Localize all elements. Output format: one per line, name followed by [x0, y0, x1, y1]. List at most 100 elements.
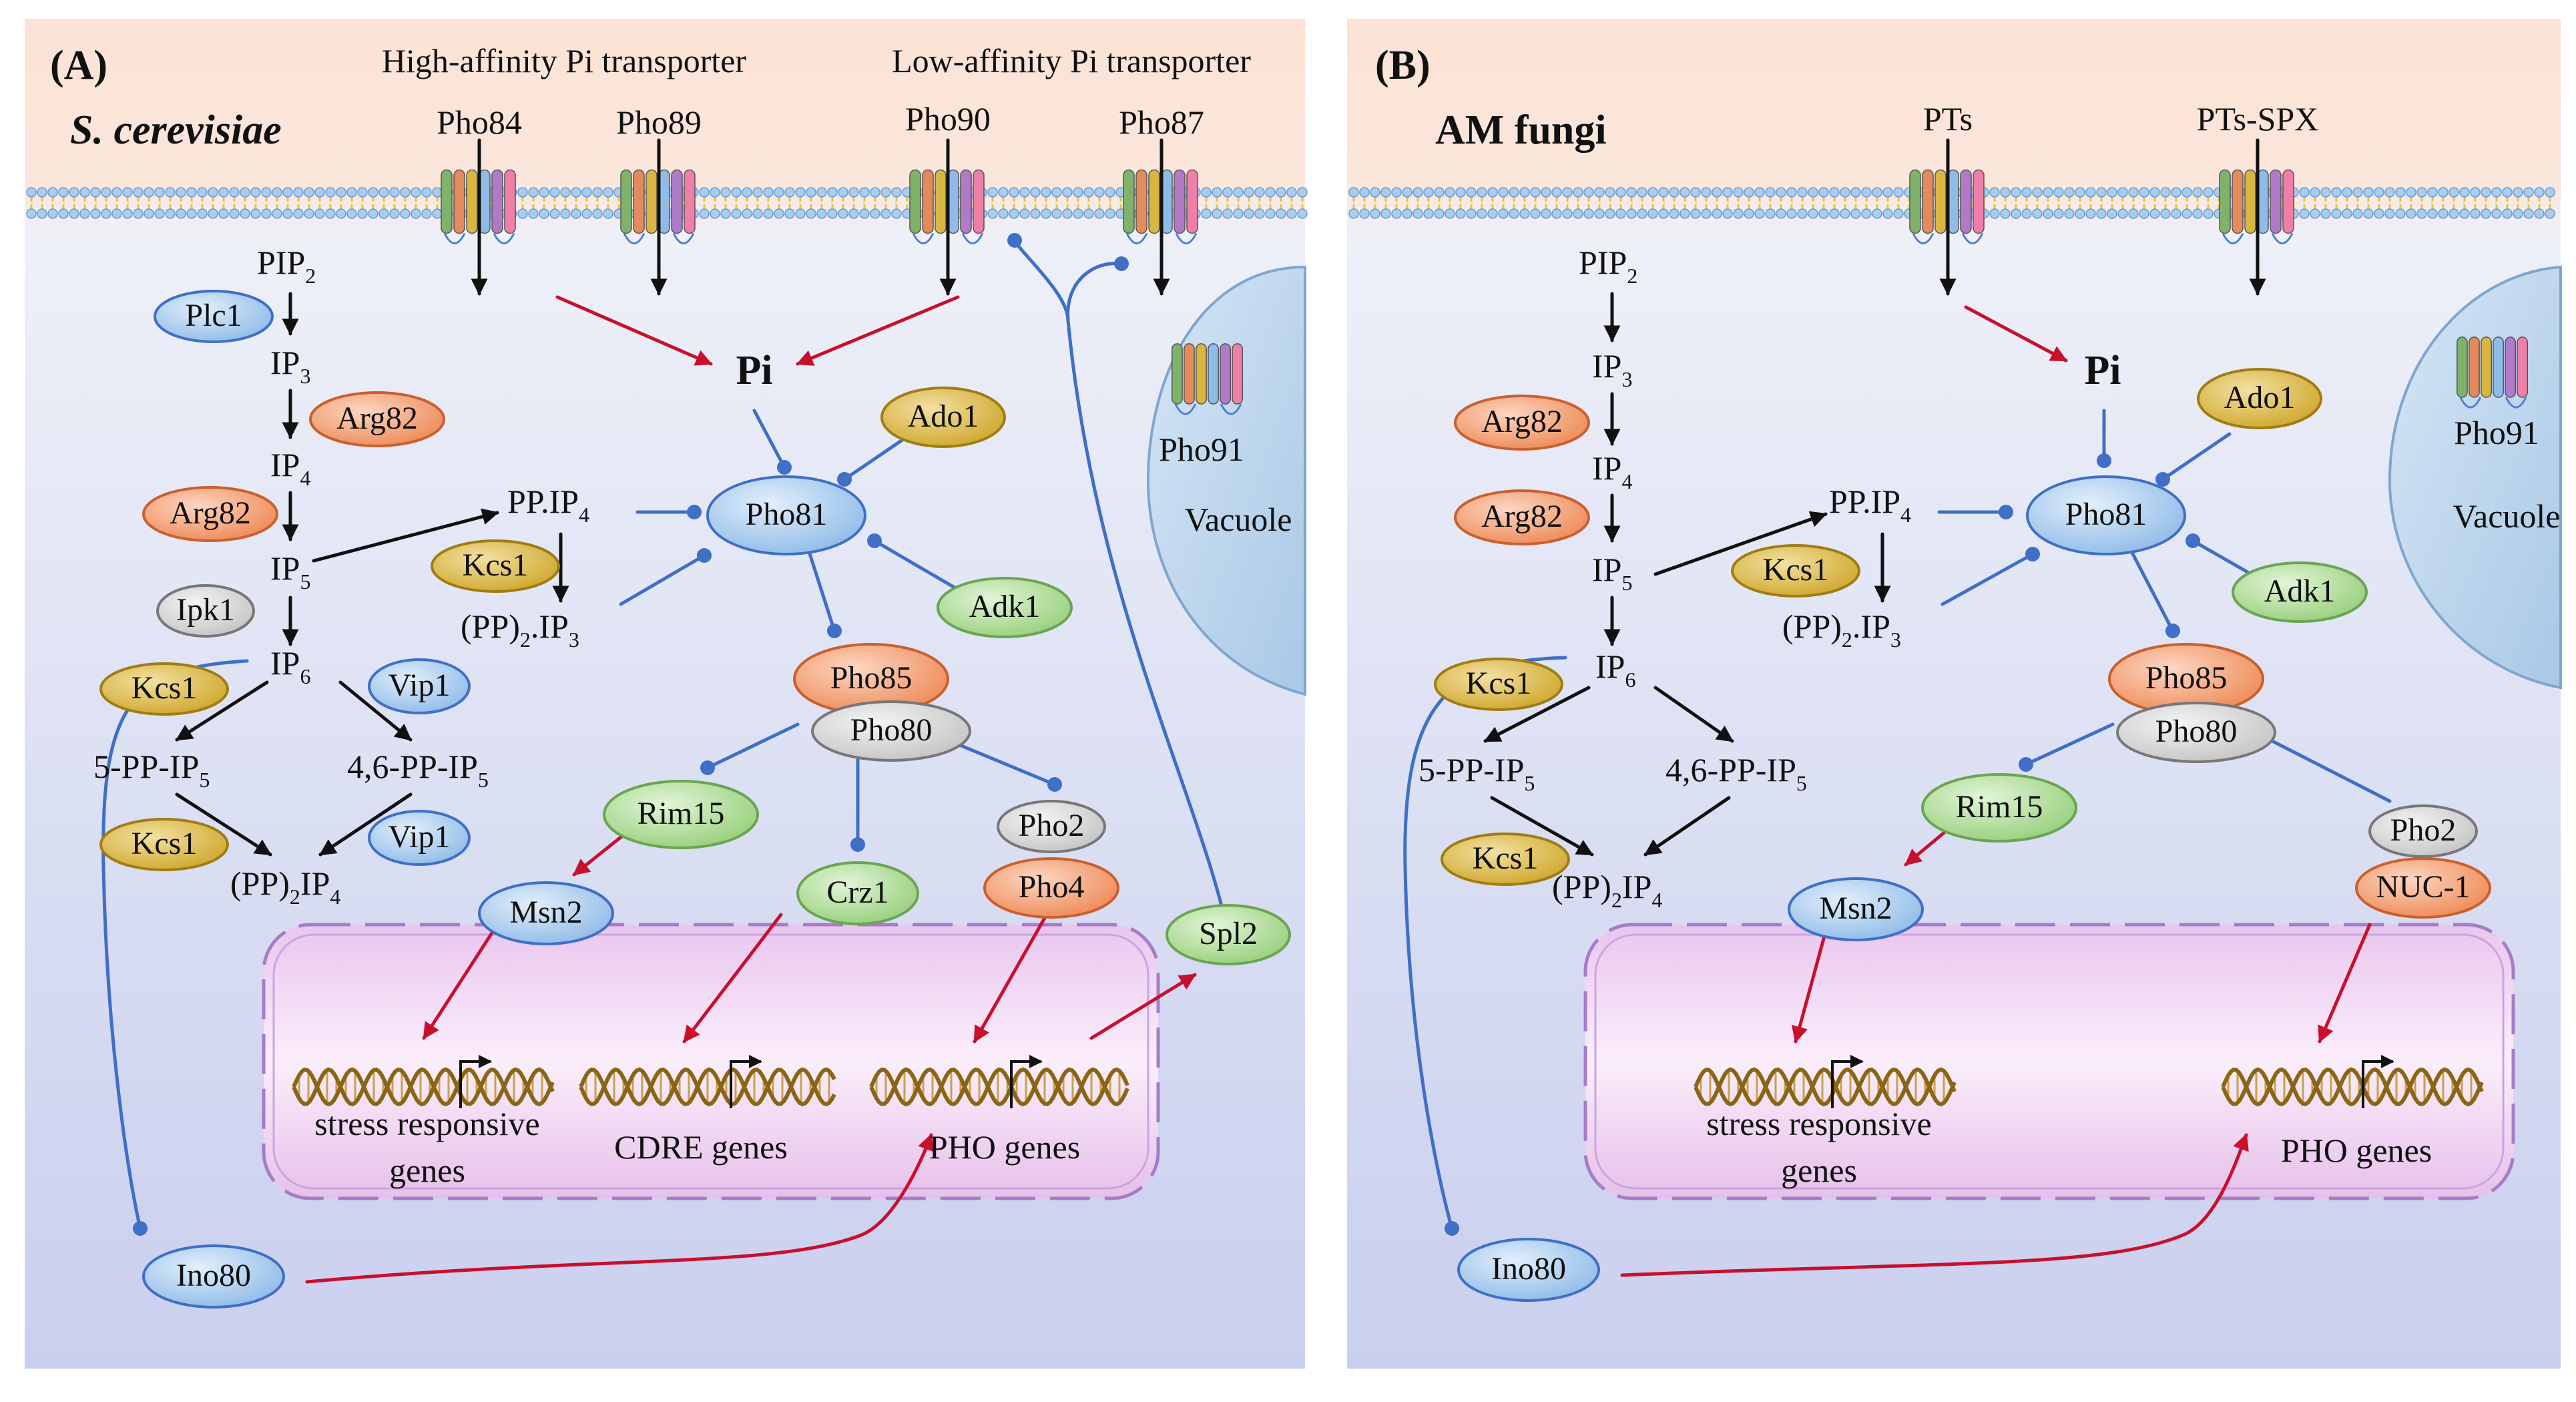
nucleus-b: [1583, 923, 2515, 1200]
kcs1-protein-b1-shape: [1731, 544, 1860, 598]
kcs1-protein-a3-shape: [99, 818, 229, 871]
ipk1-protein: Ipk1: [156, 584, 255, 638]
msn2-protein-a-shape: [478, 881, 614, 945]
arg82-protein-a1-shape: [309, 391, 445, 447]
plc1-protein: Plc1: [154, 290, 274, 343]
pho80-protein-a-shape: [811, 700, 971, 762]
pho2-protein-b: Pho2: [2368, 804, 2478, 858]
dna-helices: [292, 1067, 2484, 1107]
pho89-label: Pho89: [616, 103, 702, 141]
kcs1-protein-b1: Kcs1: [1731, 544, 1860, 598]
pho90-label: Pho90: [905, 100, 991, 138]
pho84-label: Pho84: [437, 103, 522, 141]
vip1-protein-a2-label: Vip1: [388, 819, 450, 855]
plc1-protein-shape: [154, 290, 274, 343]
pho81-protein-b-shape: [2026, 475, 2186, 555]
pho80-protein-a-label: Pho80: [850, 712, 933, 748]
kcs1-protein-b3-label: Kcs1: [1473, 841, 1539, 876]
pho81-protein-a: Pho81: [706, 475, 866, 555]
pho89-transporter-icon: [620, 169, 696, 244]
nucleus-a: [262, 923, 1160, 1200]
pho80-protein-a: Pho80: [811, 700, 971, 762]
pp2-ip3-a: (PP)2.IP3: [461, 608, 579, 652]
arg82-protein-b1: Arg82: [1454, 395, 1590, 451]
kcs1-protein-b3-shape: [1441, 833, 1570, 886]
kcs1-protein-b2: Kcs1: [1434, 658, 1563, 711]
ado1-protein-a-label: Ado1: [908, 399, 979, 434]
pho85-protein-a: Pho85: [793, 643, 949, 715]
pho4-protein-label: Pho4: [1019, 869, 1085, 905]
kcs1-protein-a2-shape: [99, 662, 229, 716]
ino80-protein-a-shape: [142, 1244, 285, 1309]
pho81-protein-b: Pho81: [2026, 475, 2186, 555]
promoter-arrows: [459, 1055, 2394, 1108]
msn2-protein-b: Msn2: [1788, 877, 1924, 941]
kcs1-protein-b2-label: Kcs1: [1466, 666, 1532, 701]
plc1-protein-label: Plc1: [185, 298, 242, 333]
high-affinity-label: High-affinity Pi transporter: [382, 42, 747, 79]
pip2-a: PIP2: [257, 244, 316, 288]
ip6-a: IP6: [270, 644, 310, 688]
ipk1-protein-shape: [156, 584, 255, 638]
pts-spx-label: PTs-SPX: [2197, 100, 2319, 138]
spl2-protein-shape: [1166, 904, 1291, 965]
ipk1-protein-label: Ipk1: [176, 592, 235, 628]
ino80-protein-a: Ino80: [142, 1244, 285, 1309]
nucleus-b-inner: [1594, 933, 2505, 1190]
pho80-protein-b: Pho80: [2116, 702, 2276, 763]
ado1-protein-b: Ado1: [2197, 368, 2322, 429]
rim15-protein-a-shape: [603, 780, 759, 849]
vip1-protein-a2: Vip1: [368, 810, 471, 866]
msn2-protein-b-label: Msn2: [1819, 891, 1892, 926]
pts-spx-transporter-icon: [2219, 169, 2294, 244]
vacuole-label-b: Vacuole: [2453, 497, 2560, 535]
pp2-ip4-b: (PP)2IP4: [1552, 868, 1662, 912]
pho80-protein-b-label: Pho80: [2155, 714, 2238, 749]
cdre-genes-label: CDRE genes: [614, 1128, 788, 1166]
vip1-protein-a1: Vip1: [368, 658, 471, 714]
msn2-protein-a: Msn2: [478, 881, 614, 945]
dna-stress-a: [292, 1067, 555, 1107]
panel-a-links: [101, 138, 1230, 1284]
dna-pho-a: [869, 1067, 1129, 1107]
kcs1-protein-a1-shape: [431, 539, 560, 593]
kcs1-protein-a2: Kcs1: [99, 662, 229, 716]
crz1-protein-label: Crz1: [826, 875, 888, 910]
pp2-ip3-b: (PP)2.IP3: [1782, 608, 1901, 652]
msn2-protein-b-shape: [1788, 877, 1924, 941]
pho81-protein-a-shape: [706, 475, 866, 555]
ado1-protein-a-shape: [880, 387, 1006, 448]
pts-transporter-icon: [1909, 169, 1985, 244]
pho85-protein-b-label: Pho85: [2145, 660, 2228, 696]
ip3-b: IP3: [1592, 347, 1632, 391]
ino80-protein-b-shape: [1457, 1238, 1600, 1302]
pho81-protein-b-label: Pho81: [2065, 497, 2147, 532]
pho90-transporter-icon: [909, 169, 985, 244]
pp-ip4-a: PP.IP4: [507, 483, 589, 527]
arg82-protein-b1-shape: [1454, 395, 1590, 451]
arg82-protein-b2: Arg82: [1454, 489, 1590, 545]
pho2-protein-a: Pho2: [997, 800, 1106, 853]
pho87-transporter-icon: [1123, 169, 1198, 244]
vip1-protein-a2-shape: [368, 810, 471, 866]
msn2-protein-a-label: Msn2: [509, 895, 582, 930]
46-pp-ip5-b: 4,6-PP-IP5: [1665, 751, 1807, 795]
pi-label-b: Pi: [2084, 348, 2121, 393]
rim15-protein-b: Rim15: [1921, 773, 2077, 843]
5-pp-ip5-a: 5-PP-IP5: [93, 748, 210, 792]
ip5-a: IP5: [270, 549, 310, 594]
arg82-protein-b2-shape: [1454, 489, 1590, 545]
nucleus-a-inner: [272, 933, 1149, 1190]
pho91-transporter-icon-a: [1172, 343, 1244, 415]
pho85-protein-b: Pho85: [2108, 643, 2264, 715]
ino80-protein-b: Ino80: [1457, 1238, 1600, 1302]
pp-ip4-b: PP.IP4: [1829, 483, 1911, 527]
spl2-protein: Spl2: [1166, 904, 1291, 965]
pts-label: PTs: [1923, 100, 1973, 138]
pho80-protein-b-shape: [2116, 702, 2276, 763]
pho-genes-label-a: PHO genes: [929, 1128, 1080, 1166]
spl2-protein-label: Spl2: [1199, 916, 1258, 951]
ado1-protein-b-label: Ado1: [2224, 380, 2296, 415]
